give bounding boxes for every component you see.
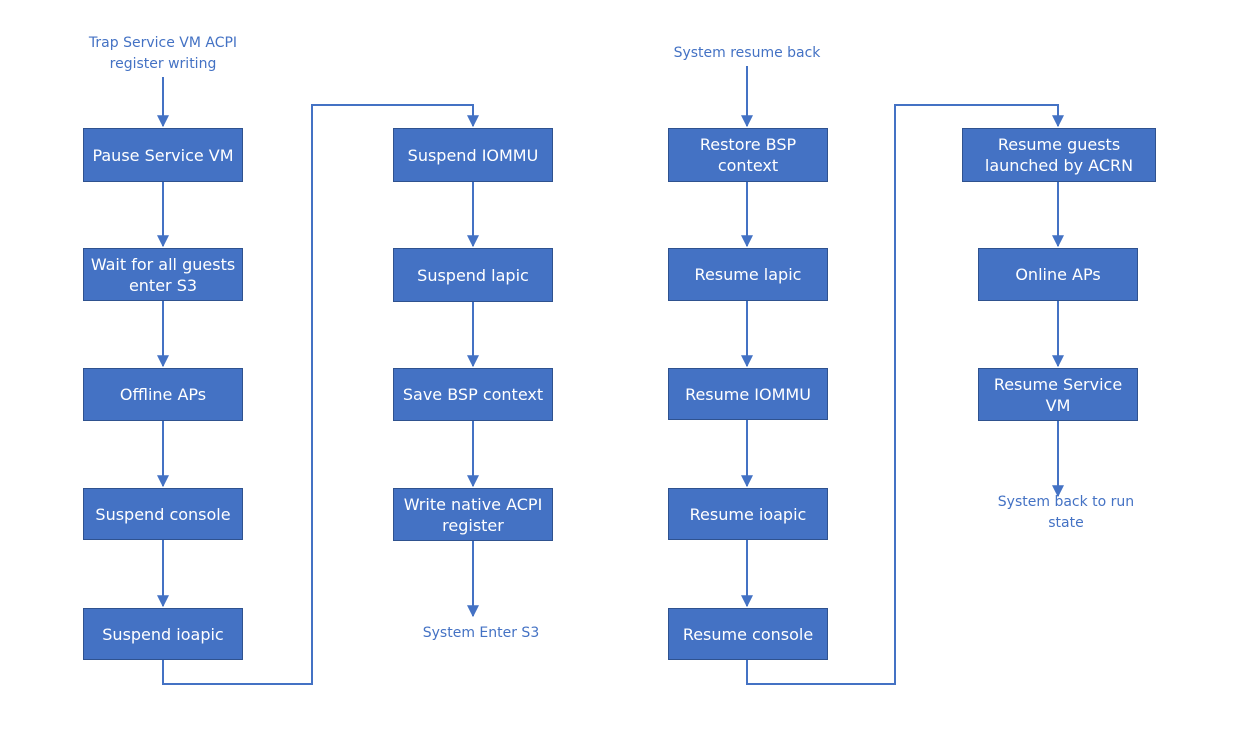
step-offline-aps: Offline APs xyxy=(83,368,243,421)
connector-console-to-guests xyxy=(746,104,1064,685)
step-suspend-console: Suspend console xyxy=(83,488,243,540)
step-write-native-acpi-register: Write native ACPI register xyxy=(393,488,553,541)
connector-ioapic-to-iommu xyxy=(162,104,479,685)
suspend-start-label: Trap Service VM ACPI register writing xyxy=(88,35,238,72)
resume-end-label: System back to run state xyxy=(997,494,1135,531)
step-online-aps: Online APs xyxy=(978,248,1138,301)
step-resume-iommu: Resume IOMMU xyxy=(668,368,828,420)
step-save-bsp-context: Save BSP context xyxy=(393,368,553,421)
step-wait-all-guests-s3: Wait for all guests enter S3 xyxy=(83,248,243,301)
step-resume-console: Resume console xyxy=(668,608,828,660)
step-resume-lapic: Resume lapic xyxy=(668,248,828,301)
step-suspend-ioapic: Suspend ioapic xyxy=(83,608,243,660)
step-resume-ioapic: Resume ioapic xyxy=(668,488,828,540)
step-resume-guests-acrn: Resume guests launched by ACRN xyxy=(962,128,1156,182)
step-suspend-lapic: Suspend lapic xyxy=(393,248,553,302)
step-suspend-iommu: Suspend IOMMU xyxy=(393,128,553,182)
suspend-end-label: System Enter S3 xyxy=(422,625,540,641)
step-restore-bsp-context: Restore BSP context xyxy=(668,128,828,182)
step-pause-service-vm: Pause Service VM xyxy=(83,128,243,182)
step-resume-service-vm: Resume Service VM xyxy=(978,368,1138,421)
resume-start-label: System resume back xyxy=(673,45,821,61)
